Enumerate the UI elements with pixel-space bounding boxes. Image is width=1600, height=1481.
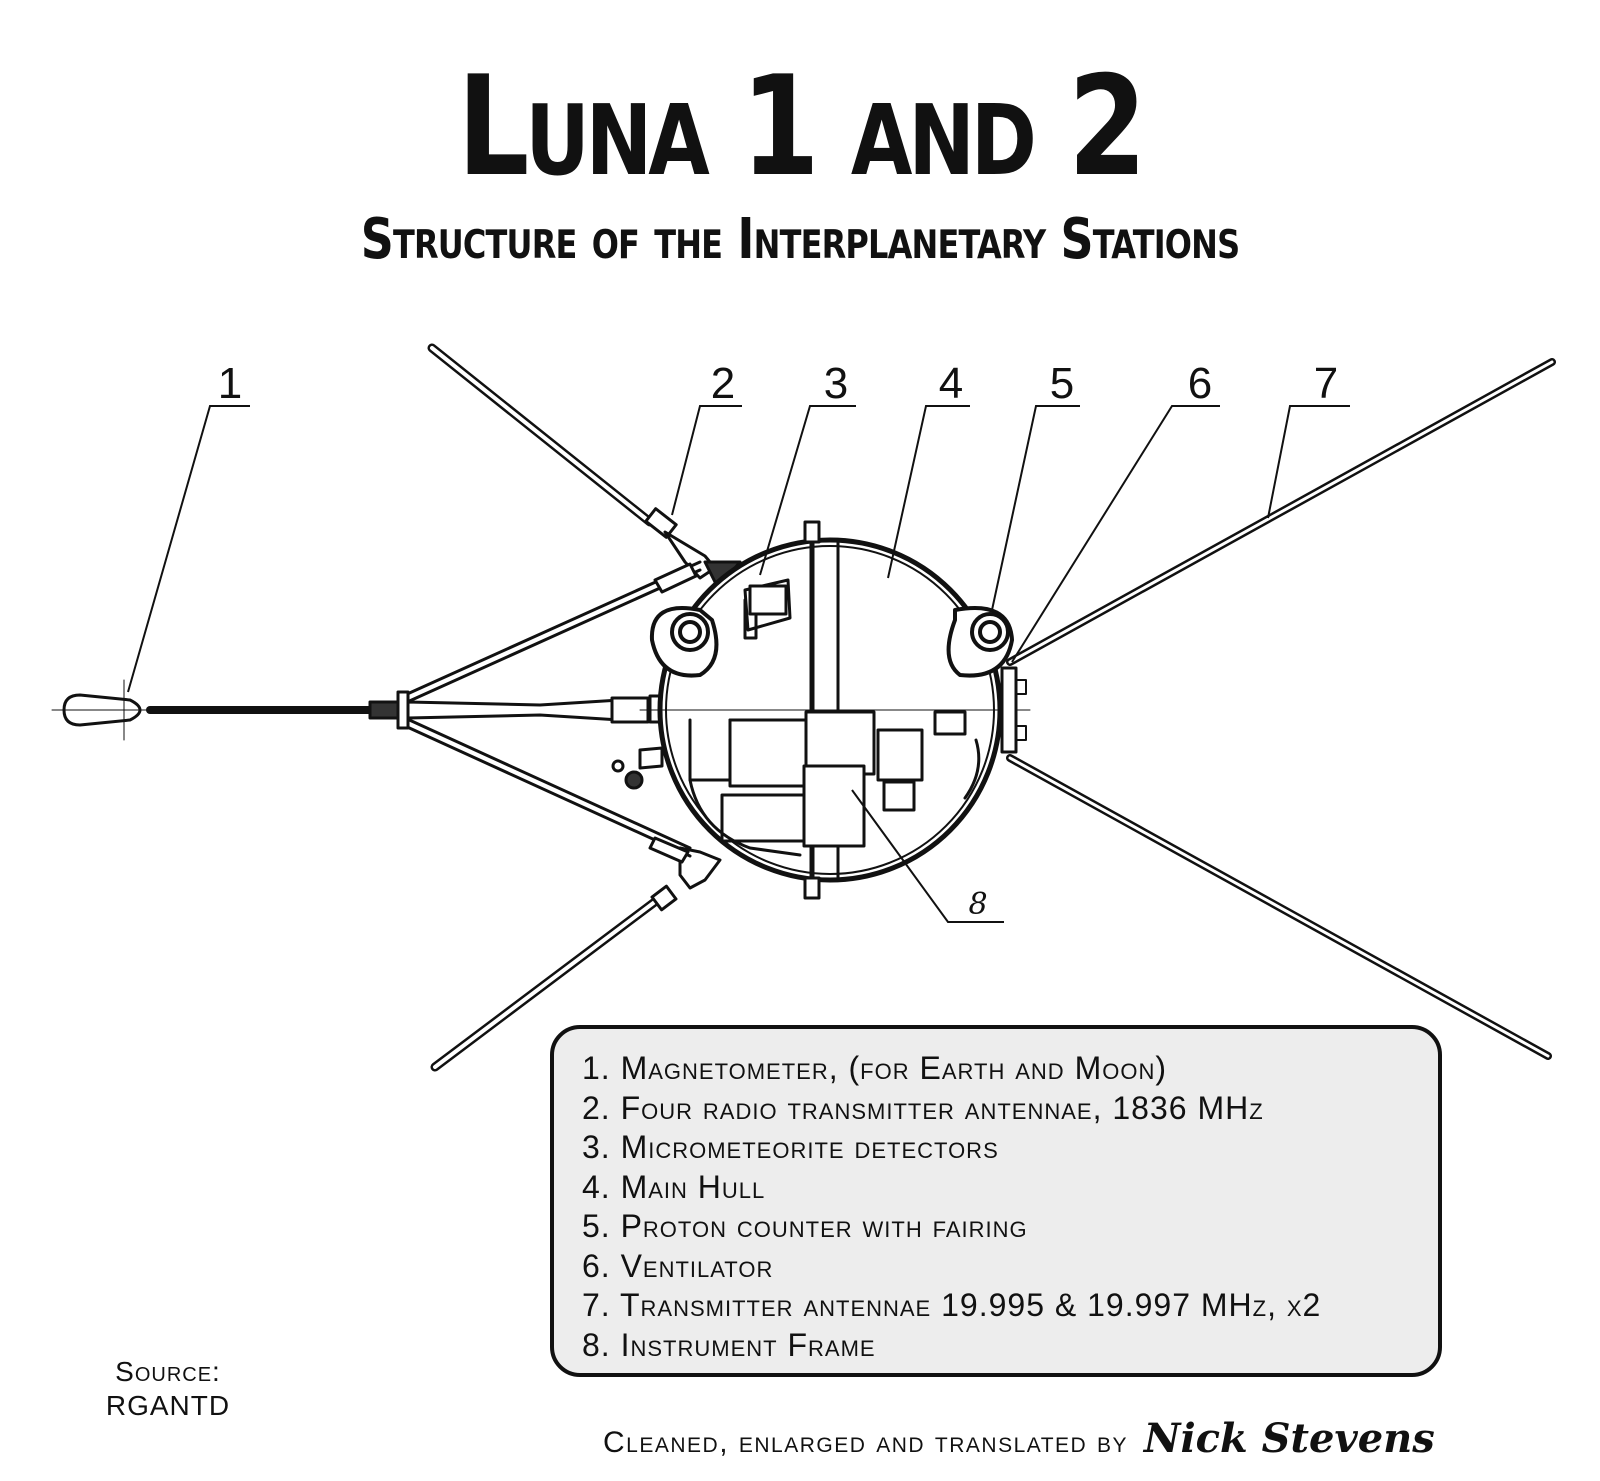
source-value: RGANTD: [105, 1390, 231, 1421]
callout-8: 8: [968, 887, 987, 922]
antenna-lower-right: [1006, 754, 1552, 1060]
page-title: Luna 1 and 2: [457, 46, 1147, 207]
antenna-upper-right: [1006, 358, 1556, 666]
legend-item: 2. Four radio transmitter antennae, 1836…: [582, 1089, 1264, 1126]
legend-item: 5. Proton counter with fairing: [582, 1208, 1028, 1244]
legend-item: 8. Instrument Frame: [582, 1326, 876, 1363]
antenna-upper-left: [427, 343, 742, 590]
legend-item: 3. Micrometeorite detectors: [582, 1129, 999, 1165]
legend-item: 7. Transmitter antennae 19.995 & 19.997 …: [582, 1287, 1322, 1323]
callout-1: 1: [218, 359, 242, 408]
page-subtitle: Structure of the Interplanetary Stations: [360, 207, 1240, 272]
credit-text: Cleaned, enlarged and translated by: [603, 1426, 1129, 1459]
proton-counter-right: [946, 606, 1014, 678]
spacecraft-diagram: 1 2 3 4 5 6 7 8: [51, 343, 1556, 1072]
instrument-frame: [611, 710, 981, 857]
callout-7: 7: [1314, 359, 1338, 408]
callout-4: 4: [939, 359, 963, 408]
legend-box: 1. Magnetometer, (for Earth and Moon) 2.…: [550, 1025, 1442, 1377]
credit-line: Cleaned, enlarged and translated by Nick…: [603, 1415, 1435, 1462]
callout-5: 5: [1050, 359, 1074, 408]
micrometeorite-detector: [743, 578, 792, 640]
callout-2: 2: [711, 359, 735, 408]
legend-item: 1. Magnetometer, (for Earth and Moon): [582, 1050, 1167, 1086]
antenna-lower-left: [430, 846, 722, 1072]
callout-3: 3: [824, 359, 848, 408]
source-label: Source:: [115, 1356, 221, 1387]
magnetometer-boom: [51, 678, 737, 742]
callout-6: 6: [1188, 359, 1212, 408]
proton-counter-left: [649, 606, 719, 678]
legend-item: 4. Main Hull: [582, 1168, 766, 1205]
boom-struts: [403, 560, 702, 864]
credit-signature: Nick Stevens: [1143, 1415, 1435, 1462]
source-note: Source: RGANTD: [98, 1355, 238, 1423]
legend-item: 6. Ventilator: [582, 1247, 774, 1284]
